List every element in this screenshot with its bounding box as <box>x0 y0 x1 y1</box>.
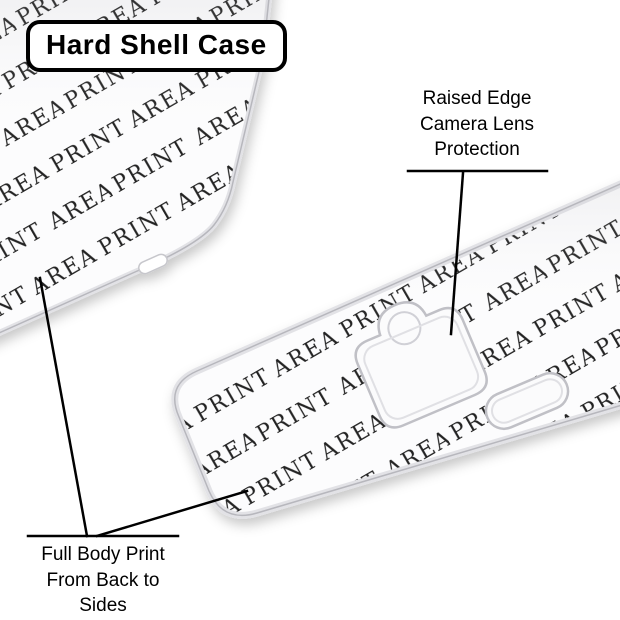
fullbody-annotation-line-3: Sides <box>79 595 127 617</box>
fullbody-leader-line-right <box>95 489 249 538</box>
fullbody-annotation: Full Body Print From Back to Sides <box>18 542 188 619</box>
fullbody-annotation-line-2: From Back to <box>46 569 160 591</box>
camera-leader-line <box>449 171 465 336</box>
hard-shell-badge: Hard Shell Case <box>26 20 287 72</box>
camera-lens-ring <box>387 311 422 346</box>
button-notch <box>138 253 168 275</box>
flash-cutout <box>484 371 570 431</box>
phone-case-main <box>171 180 620 519</box>
fullbody-annotation-line-1: Full Body Print <box>41 544 165 565</box>
fullbody-leader-line-left <box>38 276 89 538</box>
camera-annotation-line-3: Protection <box>434 139 520 161</box>
phone-case-corner <box>0 0 272 336</box>
badge-label: Hard Shell Case <box>46 29 267 60</box>
camera-annotation: Raised Edge Camera Lens Protection <box>382 86 572 163</box>
camera-annotation-line-2: Camera Lens <box>419 113 535 135</box>
camera-annotation-line-1: Raised Edge <box>422 88 532 109</box>
camera-cutout <box>354 301 488 429</box>
